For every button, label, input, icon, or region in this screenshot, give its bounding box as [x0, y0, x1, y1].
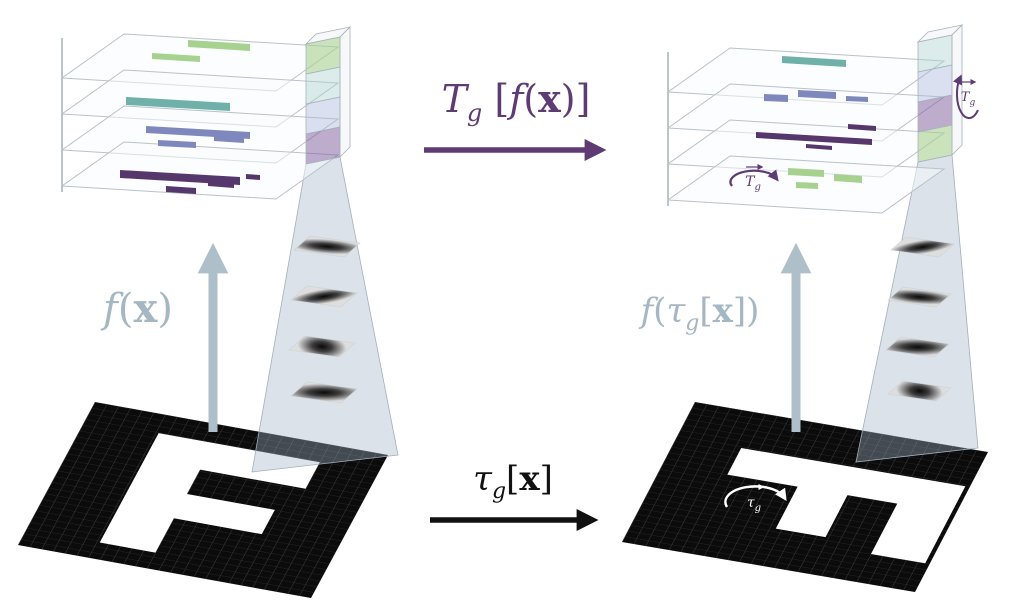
feature-bar-green [796, 182, 818, 189]
feature-bar-blue [146, 126, 250, 139]
fiber-cell-green [917, 124, 953, 163]
fiber-cell-purple [305, 126, 341, 165]
input-rotation-label: τg [747, 495, 761, 514]
feature-bar-green [152, 53, 200, 62]
feature-bar-purple [756, 132, 872, 145]
gabor-filter-icon [887, 286, 952, 308]
feature-bar-blue [214, 136, 244, 143]
gabor-filter-icon [290, 381, 358, 404]
feature-bar-purple [246, 174, 260, 180]
fiber-column-left [304, 26, 352, 165]
fiber-cell-side-face [339, 26, 351, 158]
rotation-circle-input [724, 485, 787, 508]
feature-bar-purple [806, 144, 832, 150]
feature-stack-right [666, 47, 946, 214]
rotation-circle-column [952, 74, 979, 120]
fiber-column-right [916, 24, 964, 163]
rotation-arrow-icon-input: τg [724, 484, 787, 514]
gabor-filter-icon [885, 336, 950, 358]
input-grid-right [621, 402, 989, 592]
feature-bar-blue [158, 140, 196, 148]
filter-bank-left [288, 235, 361, 404]
left-map-label: f(x) [100, 285, 173, 332]
feature-bar-green [788, 168, 824, 177]
projection-cone-left [251, 156, 399, 473]
feature-bar-green [834, 174, 862, 183]
gabor-filter-icon [890, 236, 955, 258]
top-transform-label: Tg [f(x)] [442, 76, 591, 127]
right-map-label: f(τg[x]) [638, 291, 760, 336]
gabor-filter-icon [293, 235, 361, 258]
gabor-filter-icon [887, 380, 952, 402]
input-grid-left [17, 402, 389, 598]
bottom-transform-label: τg[x] [473, 459, 553, 504]
rotation-circle-stack [729, 169, 779, 187]
feature-bar-teal [126, 97, 230, 111]
feature-bar-blue [764, 94, 788, 102]
rotation-arrow-icon-column: Tg [952, 74, 979, 120]
letter-f-right-rotated [727, 447, 966, 564]
gabor-filter-icon [288, 335, 356, 358]
feature-bar-blue [798, 90, 836, 99]
feature-stack-left [60, 33, 340, 200]
feature-bar-teal [782, 56, 846, 67]
column-rotation-label: Tg [961, 90, 976, 108]
filter-bank-right [885, 236, 955, 402]
rotation-arrow-icon-stack: Tg [729, 164, 779, 193]
feature-bar-purple [166, 186, 196, 194]
feature-bar-blue [846, 96, 868, 102]
feature-bar-green [188, 40, 250, 51]
stack-rotation-label: Tg [745, 174, 761, 193]
gabor-filter-icon [290, 285, 358, 308]
feature-bar-purple [848, 124, 876, 131]
feature-bar-purple [208, 181, 234, 188]
letter-f-left [99, 433, 320, 553]
